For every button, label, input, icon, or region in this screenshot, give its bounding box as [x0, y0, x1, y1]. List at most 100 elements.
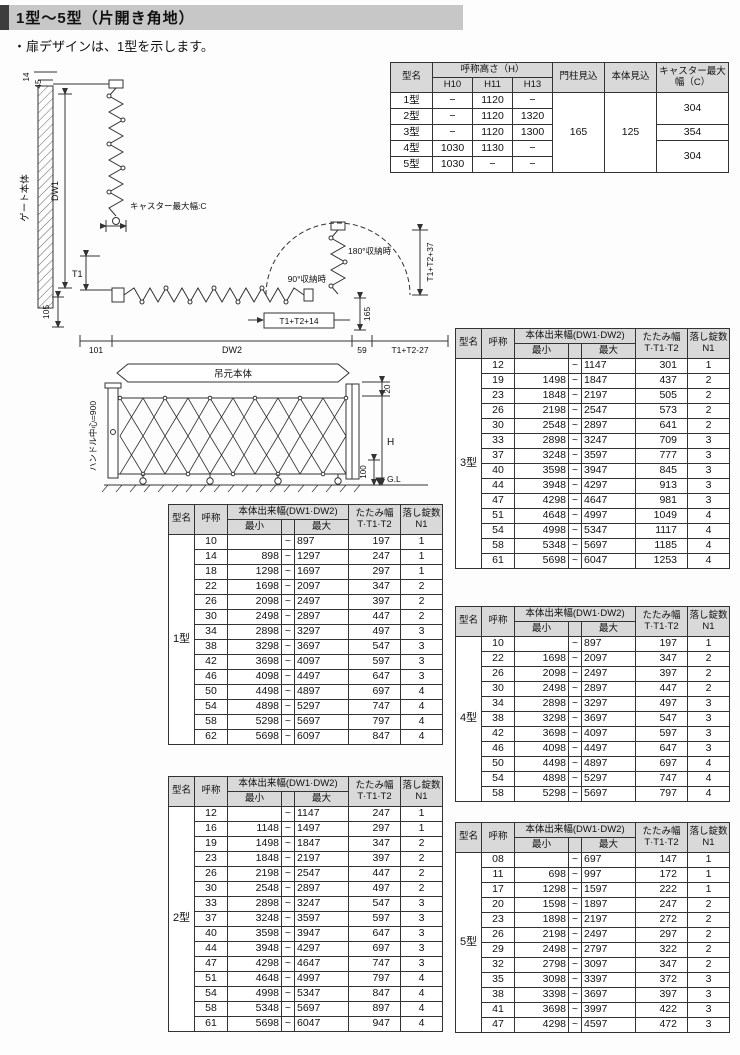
table-cell: 型名 — [168, 776, 195, 807]
table-cell: 26 — [481, 666, 515, 682]
table-cell: 2097 — [581, 651, 636, 667]
table-cell: 4898 — [514, 771, 569, 787]
table-cell: 597 — [635, 726, 688, 742]
table-cell: 3248 — [227, 911, 282, 927]
table-cell: 1030 — [432, 140, 473, 157]
table-cell: 38 — [481, 987, 515, 1003]
table-cell: 23 — [481, 388, 515, 404]
table-cell: ~ — [568, 1002, 582, 1018]
table-cell: 1597 — [581, 882, 636, 898]
table-cell: ~ — [568, 786, 582, 802]
table-cell: 1120 — [472, 124, 513, 141]
table-cell: 709 — [635, 433, 688, 449]
table-cell: 3 — [400, 669, 443, 685]
dim-100-label: 100 — [359, 465, 368, 479]
table-cell: ~ — [281, 549, 295, 565]
table-cell: 26 — [194, 866, 228, 882]
table-cell: 297 — [348, 564, 401, 580]
table-cell: 4898 — [227, 699, 282, 715]
table-cell: 547 — [348, 896, 401, 912]
table-cell: − — [512, 92, 553, 109]
table-cell: 747 — [348, 699, 401, 715]
table-cell: 44 — [481, 478, 515, 494]
table-cell: 847 — [348, 729, 401, 745]
table-cell: 2197 — [581, 388, 636, 404]
table-cell: 62 — [194, 729, 228, 745]
table-cell: 3248 — [514, 448, 569, 464]
table-cell: 2498 — [514, 942, 569, 958]
table-cell: 4997 — [581, 508, 636, 524]
table-cell: 447 — [348, 609, 401, 625]
table-cell: 3 — [400, 941, 443, 957]
table-cell: 4 — [400, 699, 443, 715]
table-cell: 497 — [348, 624, 401, 640]
table-cell: 34 — [481, 696, 515, 712]
table-cell: 1120 — [472, 108, 513, 125]
table-cell: ~ — [281, 971, 295, 987]
table-cell: 37 — [481, 448, 515, 464]
table-cell — [514, 852, 569, 868]
table-cell: 172 — [635, 867, 688, 883]
table-cell: 747 — [348, 956, 401, 972]
table-cell: 38 — [194, 639, 228, 655]
table-cell: ~ — [568, 927, 582, 943]
table-cell: 6047 — [581, 553, 636, 569]
table-cell: 1 — [400, 564, 443, 580]
col-model: 型名 — [390, 62, 433, 93]
table-cell: 1147 — [294, 806, 349, 822]
table-cell: 呼称 — [194, 776, 228, 807]
table-cell: ~ — [568, 508, 582, 524]
table-cell: 2897 — [294, 609, 349, 625]
table-cell: 197 — [348, 534, 401, 550]
table-cell: 42 — [194, 654, 228, 670]
table-cell: 最大 — [294, 519, 349, 535]
table-cell: − — [432, 92, 473, 109]
table-cell: − — [432, 124, 473, 141]
table-cell — [281, 791, 295, 807]
table-cell — [568, 343, 582, 359]
table-cell: 397 — [348, 851, 401, 867]
table-cell: ~ — [281, 534, 295, 550]
table-cell: 4298 — [514, 1017, 569, 1033]
table-cell: ~ — [281, 1016, 295, 1032]
table-cell: 4647 — [294, 956, 349, 972]
table-cell: 2 — [400, 579, 443, 595]
table-cell: 1697 — [294, 564, 349, 580]
table-cell: 597 — [348, 654, 401, 670]
table-cell: 最小 — [514, 837, 569, 853]
table-cell: 1320 — [512, 108, 553, 125]
table-cell: 347 — [635, 651, 688, 667]
table-cell: 4 — [687, 771, 730, 787]
table-cell: 11 — [481, 867, 515, 883]
t1t2-plus37-label: T1+T2+37 — [425, 242, 435, 281]
table-cell: ~ — [281, 926, 295, 942]
table-cell: 37 — [194, 911, 228, 927]
table-row: 2型 − 1120 1320 — [390, 108, 729, 125]
table-cell: 呼称 — [481, 822, 515, 853]
table-cell: 1120 — [472, 92, 513, 109]
table-cell: 2 — [687, 681, 730, 697]
table-cell: ~ — [568, 358, 582, 374]
table-cell: ~ — [568, 741, 582, 757]
table-cell: ~ — [568, 666, 582, 682]
table-cell: 3697 — [581, 711, 636, 727]
table-cell: 4097 — [294, 654, 349, 670]
table-cell: 1498 — [227, 836, 282, 852]
